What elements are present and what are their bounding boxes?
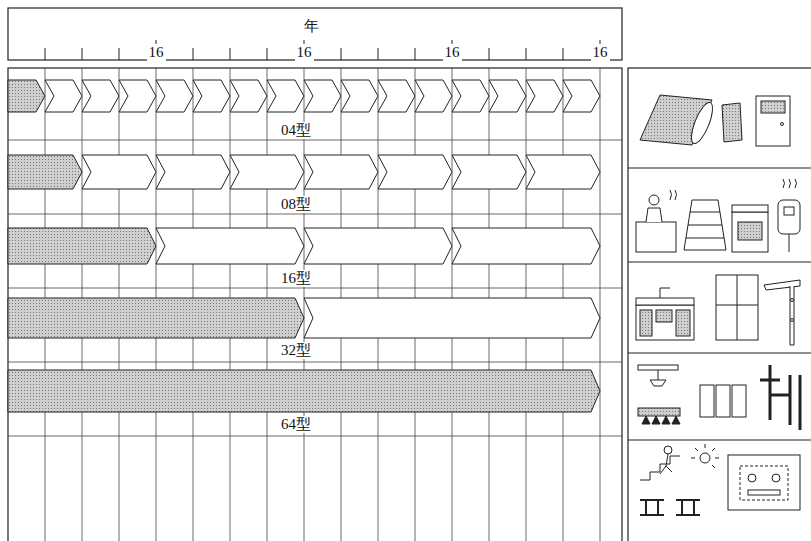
period-chevron <box>230 80 267 112</box>
period-chevron <box>8 155 82 189</box>
period-chevron <box>452 155 526 189</box>
period-chevron <box>304 298 600 338</box>
row-separator <box>8 362 622 363</box>
period-chevron <box>304 155 378 189</box>
period-chevron <box>8 80 45 112</box>
tick-label: 16 <box>295 44 314 61</box>
grid-lines <box>8 68 622 541</box>
row-separator <box>8 436 622 437</box>
period-chevron <box>82 155 156 189</box>
row-label: 32型 <box>279 342 313 359</box>
period-chevron <box>8 298 304 338</box>
row-label: 16型 <box>279 270 313 287</box>
tick-label: 16 <box>443 44 462 61</box>
tick <box>526 48 527 60</box>
chevron-rows <box>8 80 600 412</box>
tick <box>341 48 342 60</box>
axis-title: 年 <box>302 18 321 35</box>
period-chevron <box>415 80 452 112</box>
period-chevron <box>45 80 82 112</box>
period-chevron <box>378 80 415 112</box>
period-chevron <box>452 228 600 264</box>
period-chevron <box>82 80 119 112</box>
year-ticks <box>45 40 600 60</box>
period-chevron <box>119 80 156 112</box>
period-chevron <box>304 80 341 112</box>
period-chevron <box>156 80 193 112</box>
period-chevron <box>452 80 489 112</box>
period-chevron <box>8 228 156 264</box>
row-label: 04型 <box>279 122 313 139</box>
icon-panels <box>628 68 811 541</box>
period-chevron <box>193 80 230 112</box>
tick <box>119 48 120 60</box>
tick <box>378 48 379 60</box>
period-chevron <box>8 370 600 412</box>
tick <box>267 48 268 60</box>
tick-label: 16 <box>591 44 610 61</box>
tick <box>45 48 46 60</box>
tick <box>230 48 231 60</box>
period-chevron <box>267 80 304 112</box>
period-chevron <box>156 155 230 189</box>
icons <box>636 95 800 515</box>
tick <box>563 48 564 60</box>
grid-line <box>600 68 601 541</box>
row-separator <box>8 288 622 289</box>
period-chevron <box>156 228 304 264</box>
period-chevron <box>304 228 452 264</box>
period-chevron <box>341 80 378 112</box>
tick <box>82 48 83 60</box>
period-chevron <box>526 80 563 112</box>
row-separator <box>8 140 622 141</box>
tick-label: 16 <box>147 44 166 61</box>
row-label: 08型 <box>279 196 313 213</box>
period-chevron <box>489 80 526 112</box>
row-label: 64型 <box>279 416 313 433</box>
tick <box>489 48 490 60</box>
period-chevron <box>230 155 304 189</box>
tick <box>415 48 416 60</box>
tick <box>193 48 194 60</box>
period-chevron <box>563 80 600 112</box>
period-chevron <box>526 155 600 189</box>
period-chevron <box>378 155 452 189</box>
row-separator <box>8 214 622 215</box>
